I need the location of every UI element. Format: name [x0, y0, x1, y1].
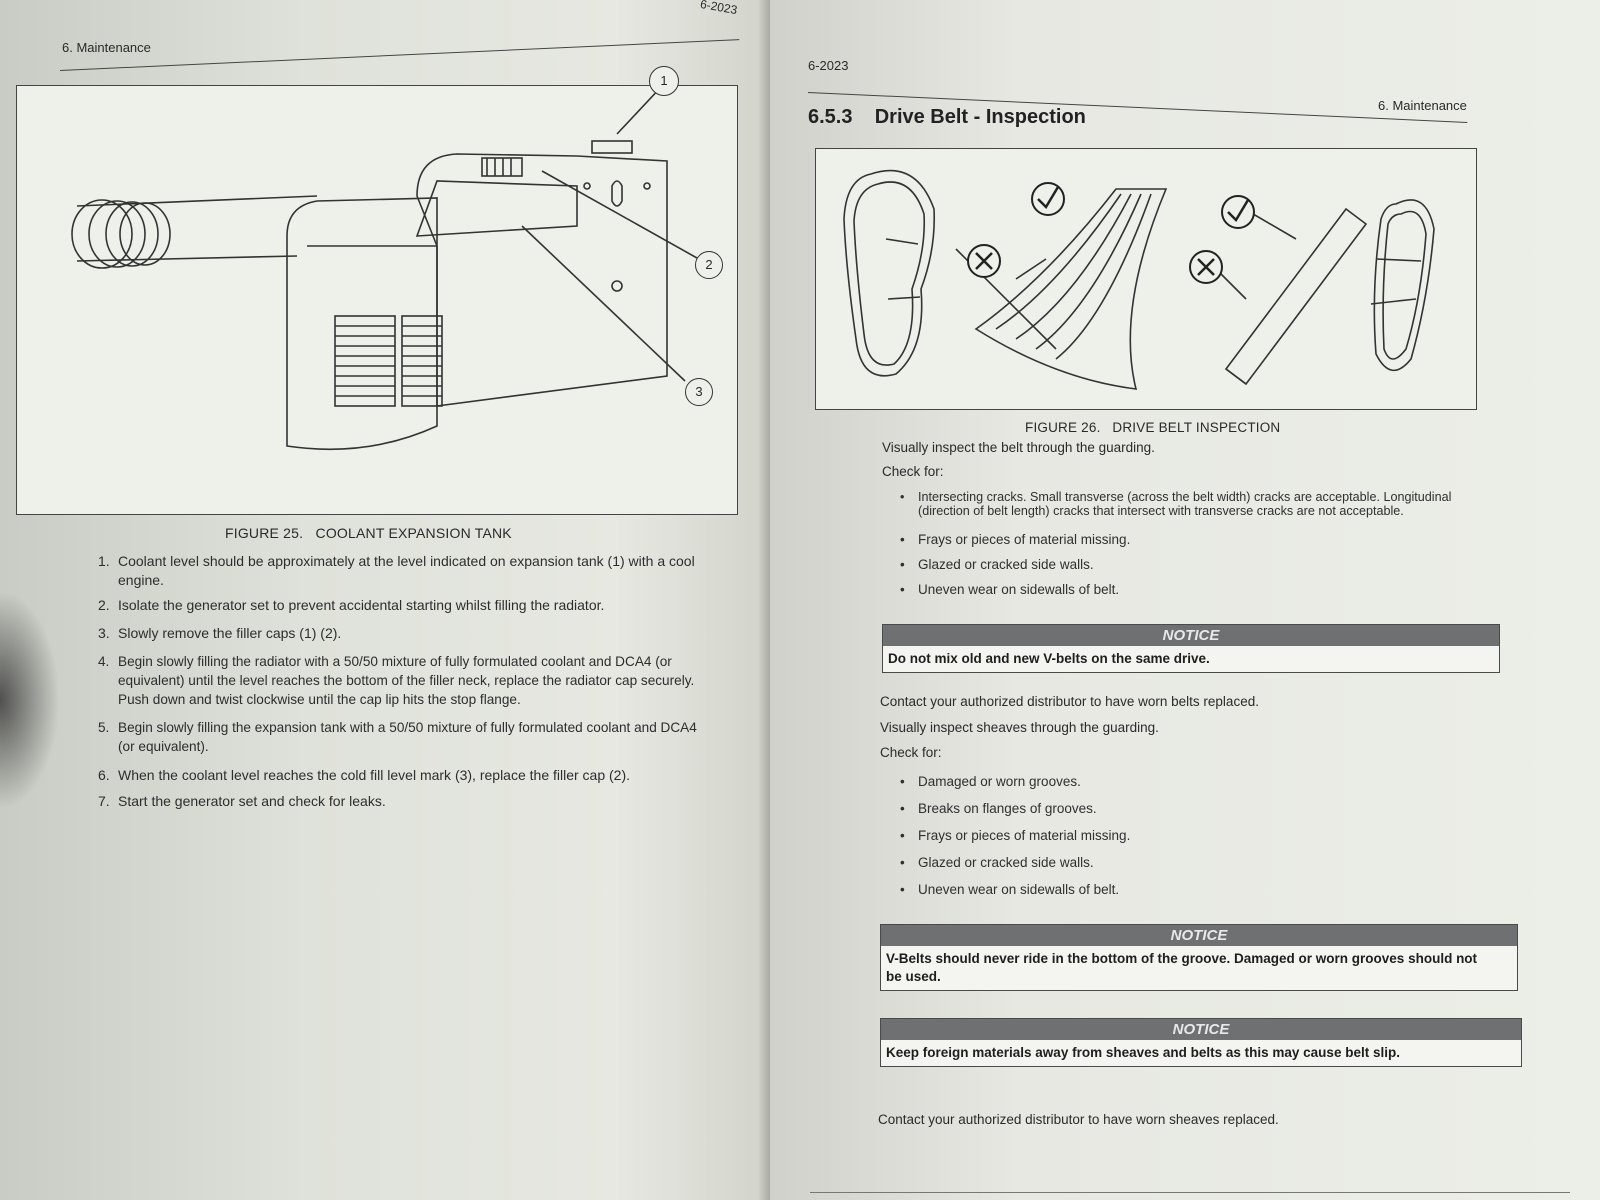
figure-25-title: COOLANT EXPANSION TANK — [315, 525, 512, 541]
section-heading: 6.5.3 Drive Belt - Inspection — [808, 106, 1086, 129]
belt-intro: Visually inspect the belt through the gu… — [882, 440, 1155, 455]
belt-check-item: Intersecting cracks. Small transverse (a… — [900, 490, 1558, 518]
cross-mark-icon-1 — [967, 244, 1001, 278]
notice-3-body: Keep foreign materials away from sheaves… — [886, 1045, 1400, 1060]
step-7: 7.Start the generator set and check for … — [98, 793, 386, 809]
step-4: 4.Begin slowly filling the radiator with… — [98, 654, 695, 707]
right-section-header: 6. Maintenance — [1378, 98, 1467, 113]
callout-3: 3 — [685, 378, 713, 406]
left-header-rule — [59, 39, 740, 71]
notice-2-heading: NOTICE — [881, 925, 1517, 946]
callout-1: 1 — [649, 66, 679, 96]
footer-rule — [810, 1192, 1570, 1193]
notice-box-2: NOTICE V-Belts should never ride in the … — [880, 924, 1518, 991]
belt-check-for: Check for: — [882, 464, 944, 479]
step-2: 2.Isolate the generator set to prevent a… — [98, 597, 605, 613]
left-section-header: 6. Maintenance — [62, 40, 151, 55]
check-mark-icon-1 — [1031, 182, 1065, 216]
drive-belt-illustration — [843, 169, 1435, 390]
section-number: 6.5.3 — [808, 106, 853, 128]
notice-1-heading: NOTICE — [883, 625, 1499, 646]
step-3: 3.Slowly remove the filler caps (1) (2). — [98, 625, 342, 641]
finger-shadow — [0, 590, 60, 810]
left-corner-date: 6-2023 — [699, 0, 739, 18]
step-5: 5.Begin slowly filling the expansion tan… — [98, 720, 697, 754]
coolant-steps: 1.Coolant level should be approximately … — [98, 552, 748, 852]
figure-25-number: FIGURE 25. — [225, 525, 304, 541]
figure-26-caption: FIGURE 26. DRIVE BELT INSPECTION — [1025, 420, 1280, 435]
contact-belts: Contact your authorized distributor to h… — [880, 694, 1259, 709]
belt-check-item: Glazed or cracked side walls. — [900, 557, 1094, 572]
sheave-check-item: Uneven wear on sidewalls of belt. — [900, 882, 1119, 897]
sheave-intro: Visually inspect sheaves through the gua… — [880, 720, 1159, 735]
contact-sheaves: Contact your authorized distributor to h… — [878, 1112, 1279, 1127]
sheave-check-item: Glazed or cracked side walls. — [900, 855, 1094, 870]
notice-2-body: V-Belts should never ride in the bottom … — [886, 951, 1478, 984]
belt-check-item: Frays or pieces of material missing. — [900, 532, 1130, 547]
belt-check-item: Uneven wear on sidewalls of belt. — [900, 582, 1119, 597]
step-1: 1.Coolant level should be approximately … — [98, 553, 695, 588]
right-page: 6-2023 6. Maintenance 6.5.3 Drive Belt -… — [770, 0, 1600, 1200]
sheave-check-item: Damaged or worn grooves. — [900, 774, 1081, 789]
figure-26-number: FIGURE 26. — [1025, 420, 1101, 435]
section-title: Drive Belt - Inspection — [874, 106, 1086, 128]
right-date: 6-2023 — [808, 58, 849, 73]
notice-box-3: NOTICE Keep foreign materials away from … — [880, 1018, 1522, 1067]
step-6: 6.When the coolant level reaches the col… — [98, 767, 631, 783]
callout-2: 2 — [695, 251, 723, 279]
sheave-check-item: Breaks on flanges of grooves. — [900, 801, 1097, 816]
sheave-check-for: Check for: — [880, 745, 942, 760]
cross-mark-icon-2 — [1189, 250, 1223, 284]
left-page: 6. Maintenance 6-2023 — [0, 0, 770, 1200]
belt-figure — [815, 148, 1477, 410]
notice-box-1: NOTICE Do not mix old and new V-belts on… — [882, 624, 1500, 673]
notice-3-heading: NOTICE — [881, 1019, 1521, 1040]
sheave-check-item: Frays or pieces of material missing. — [900, 828, 1130, 843]
figure-25-caption: FIGURE 25. COOLANT EXPANSION TANK — [225, 525, 512, 541]
coolant-tank-illustration — [71, 85, 698, 451]
coolant-figure: 1 2 3 — [16, 66, 738, 515]
figure-26-title: DRIVE BELT INSPECTION — [1112, 420, 1281, 435]
check-mark-icon-2 — [1221, 195, 1255, 229]
notice-1-body: Do not mix old and new V-belts on the sa… — [888, 651, 1210, 666]
